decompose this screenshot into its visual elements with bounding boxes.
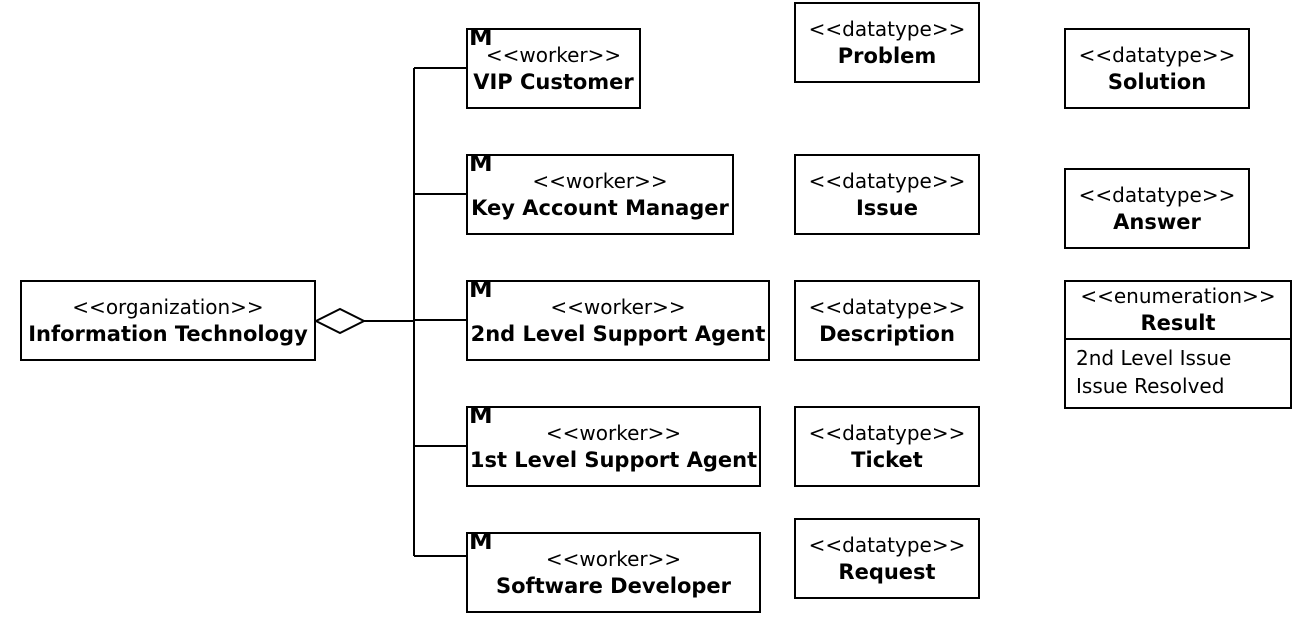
- organization-stereotype: <<organization>>: [72, 294, 264, 319]
- enumeration-class-result[interactable]: <<enumeration>> Result 2nd Level Issue I…: [1064, 280, 1292, 409]
- worker-marker-icon: M: [469, 152, 493, 177]
- datatype-stereotype: <<datatype>>: [1078, 42, 1236, 67]
- worker-marker-icon: M: [469, 404, 493, 429]
- worker-class-1st-level-support-agent[interactable]: M <<worker>> 1st Level Support Agent: [466, 404, 761, 487]
- enumeration-name: Result: [1140, 311, 1216, 335]
- datatype-stereotype: <<datatype>>: [1078, 182, 1236, 207]
- worker-name: 1st Level Support Agent: [469, 447, 758, 472]
- datatype-stereotype: <<datatype>>: [808, 16, 966, 41]
- datatype-class-problem[interactable]: <<datatype>> Problem: [794, 2, 980, 83]
- enumeration-literal: Issue Resolved: [1076, 374, 1225, 398]
- worker-class-vip-customer[interactable]: M <<worker>> VIP Customer: [466, 26, 641, 109]
- datatype-class-description[interactable]: <<datatype>> Description: [794, 280, 980, 361]
- datatype-name: Description: [819, 321, 955, 346]
- worker-marker-icon: M: [469, 530, 493, 555]
- enumeration-header: <<enumeration>> Result: [1066, 282, 1290, 340]
- worker-class-software-developer[interactable]: M <<worker>> Software Developer: [466, 530, 761, 613]
- worker-name: VIP Customer: [473, 69, 634, 94]
- worker-stereotype: <<worker>>: [545, 546, 682, 571]
- enumeration-literals: 2nd Level Issue Issue Resolved: [1066, 340, 1290, 400]
- datatype-stereotype: <<datatype>>: [808, 420, 966, 445]
- worker-stereotype: <<worker>>: [550, 294, 686, 319]
- datatype-class-answer[interactable]: <<datatype>> Answer: [1064, 168, 1250, 249]
- enumeration-stereotype: <<enumeration>>: [1080, 284, 1276, 308]
- organization-name: Information Technology: [28, 321, 308, 346]
- worker-stereotype: <<worker>>: [485, 42, 622, 67]
- organization-class[interactable]: <<organization>> Information Technology: [20, 280, 316, 361]
- datatype-name: Ticket: [851, 447, 923, 472]
- datatype-class-solution[interactable]: <<datatype>> Solution: [1064, 28, 1250, 109]
- datatype-name: Solution: [1107, 69, 1207, 94]
- worker-marker-icon: M: [469, 278, 493, 303]
- datatype-name: Request: [838, 559, 936, 584]
- worker-name: Key Account Manager: [471, 195, 729, 220]
- datatype-name: Answer: [1113, 209, 1201, 234]
- worker-stereotype: <<worker>>: [545, 420, 682, 445]
- worker-stereotype: <<worker>>: [532, 168, 668, 193]
- datatype-name: Issue: [855, 195, 918, 220]
- worker-class-2nd-level-support-agent[interactable]: M <<worker>> 2nd Level Support Agent: [466, 278, 770, 361]
- datatype-stereotype: <<datatype>>: [808, 532, 966, 557]
- aggregation-diamond: [313, 307, 367, 335]
- datatype-stereotype: <<datatype>>: [808, 294, 966, 319]
- datatype-name: Problem: [837, 43, 937, 68]
- enumeration-literal: 2nd Level Issue: [1076, 346, 1232, 370]
- worker-class-key-account-manager[interactable]: M <<worker>> Key Account Manager: [466, 152, 734, 235]
- datatype-class-request[interactable]: <<datatype>> Request: [794, 518, 980, 599]
- datatype-class-issue[interactable]: <<datatype>> Issue: [794, 154, 980, 235]
- datatype-stereotype: <<datatype>>: [808, 168, 966, 193]
- worker-name: Software Developer: [495, 573, 732, 598]
- worker-name: 2nd Level Support Agent: [470, 321, 766, 346]
- datatype-class-ticket[interactable]: <<datatype>> Ticket: [794, 406, 980, 487]
- worker-marker-icon: M: [469, 26, 493, 51]
